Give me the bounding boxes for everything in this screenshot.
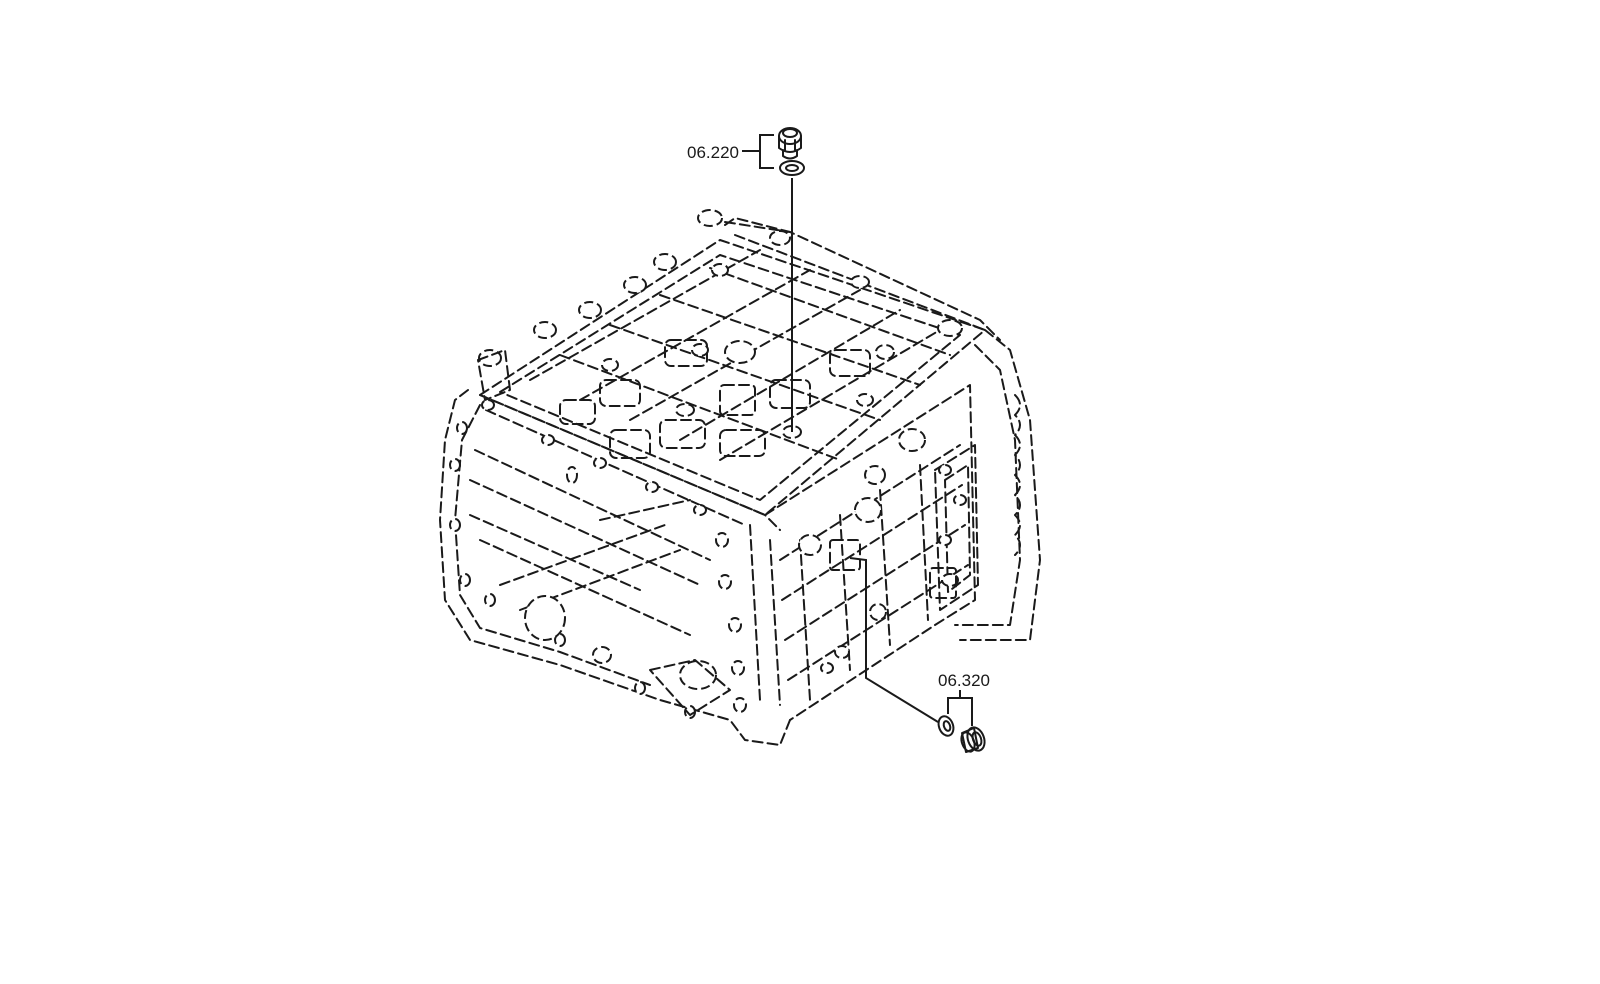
screw-plug-icon: [778, 127, 802, 160]
callout-label-06-220: 06.220: [687, 143, 739, 162]
screw-plug-icon: [960, 726, 986, 753]
transmission-housing: [439, 209, 1041, 746]
sealing-ring-icon: [937, 715, 955, 737]
callout-label-06-320: 06.320: [938, 671, 990, 690]
callout-bracket: [759, 134, 774, 169]
part-06-320[interactable]: 06.320: [936, 671, 990, 753]
sealing-ring-icon: [779, 160, 805, 176]
part-06-220[interactable]: 06.220: [687, 127, 805, 176]
leader-lines: [791, 178, 939, 723]
